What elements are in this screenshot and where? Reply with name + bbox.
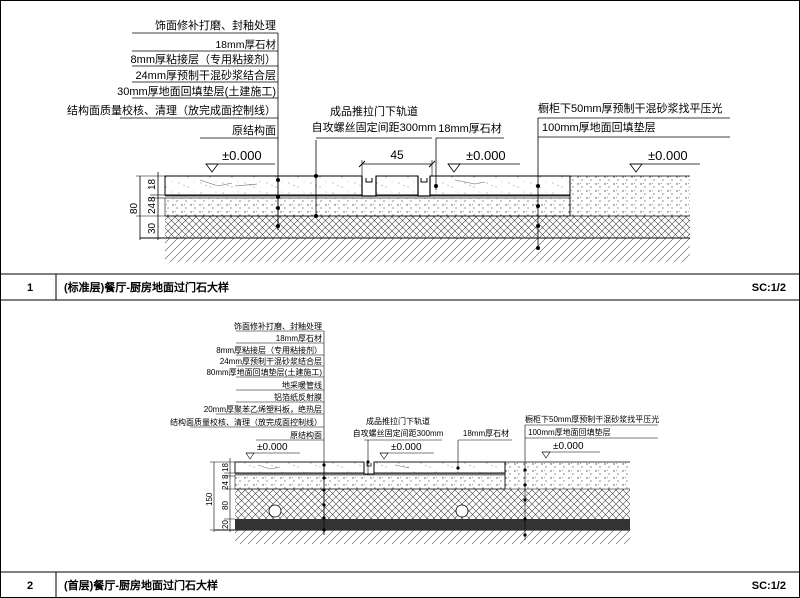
svg-text:20: 20: [221, 520, 230, 529]
svg-text:30: 30: [147, 222, 158, 234]
level-marker: ±0.000: [245, 442, 300, 460]
cabinet-label: 100mm厚地面回填垫层: [542, 120, 656, 134]
cabinet-label: 橱柜下50mm厚预制干混砂浆找平压光: [538, 101, 723, 115]
panel-title: (标准层)餐厅-厨房地面过门石大样: [64, 280, 229, 294]
layer-label: 18mm厚石材: [276, 333, 322, 343]
cabinet-label: 100mm厚地面回填垫层: [528, 427, 611, 437]
layer-label: 24mm厚预制干混砂浆结合层: [220, 356, 322, 366]
layer-label: 结构面质量校核、清理（放完成面控制线）: [67, 103, 276, 117]
layer-label: 原结构面: [290, 430, 322, 440]
panel-2: 饰面修补打磨、封釉处理 18mm厚石材 8mm厚粘接层（专用粘接剂） 24mm厚…: [0, 321, 800, 598]
layer-label: 铝箔纸反射膜: [274, 392, 322, 402]
layer-label: 地采暖管线: [282, 380, 322, 390]
svg-text:8: 8: [221, 474, 230, 479]
svg-text:18: 18: [221, 463, 230, 472]
level-marker: ±0.000: [629, 148, 700, 173]
layer-label: 结构面质量校核、清理（放完成面控制线）: [170, 417, 322, 427]
level-marker: ±0.000: [379, 442, 434, 460]
panel-scale: SC:1/2: [752, 282, 786, 294]
svg-text:80: 80: [129, 202, 140, 214]
level-marker: ±0.000: [205, 148, 275, 173]
track-label: 成品推拉门下轨道: [330, 104, 418, 118]
svg-text:150: 150: [205, 492, 214, 506]
svg-text:±0.000: ±0.000: [391, 442, 422, 453]
level-marker: ±0.000: [447, 148, 520, 173]
floor-section-1: [140, 118, 690, 262]
layer-label: 20mm厚聚苯乙烯塑料板，绝热层: [204, 404, 322, 414]
layer-label: 饰面修补打磨、封釉处理: [155, 18, 276, 32]
track-label: 自攻螺丝固定间距300mm: [312, 120, 437, 134]
svg-text:±0.000: ±0.000: [553, 441, 584, 452]
track-label: 成品推拉门下轨道: [366, 416, 430, 426]
svg-text:±0.000: ±0.000: [222, 148, 262, 163]
layer-label: 80mm厚地面回填垫层(土建施工): [206, 367, 322, 377]
track-label: 自攻螺丝固定间距300mm: [353, 428, 444, 438]
svg-text:±0.000: ±0.000: [257, 442, 288, 453]
cabinet-label: 橱柜下50mm厚预制干混砂浆找平压光: [525, 414, 659, 424]
layer-label-stack: 饰面修补打磨、封釉处理 18mm厚石材 8mm厚粘接层（专用粘接剂） 24mm厚…: [170, 321, 325, 535]
svg-text:18: 18: [147, 178, 158, 190]
panel-scale: SC:1/2: [752, 580, 786, 592]
layer-label: 24mm厚预制干混砂浆结合层: [135, 68, 276, 82]
svg-text:8: 8: [147, 196, 158, 202]
svg-text:±0.000: ±0.000: [648, 148, 688, 163]
dimension-vertical: 18 8 24 30 80: [129, 172, 165, 240]
svg-text:45: 45: [390, 148, 404, 162]
panel-1: 饰面修补打磨、封釉处理 18mm厚石材 8mm厚粘接层（专用粘接剂） 24mm厚…: [0, 18, 800, 301]
layer-label: 饰面修补打磨、封釉处理: [234, 321, 322, 331]
layer-label: 原结构面: [232, 123, 276, 137]
dimension-width: 45: [358, 148, 436, 176]
level-marker: ±0.000: [541, 441, 600, 459]
layer-label: 8mm厚粘接层（专用粘接剂）: [131, 52, 276, 66]
svg-text:24: 24: [221, 481, 230, 490]
svg-text:24: 24: [147, 202, 158, 214]
layer-label-stack: 饰面修补打磨、封釉处理 18mm厚石材 8mm厚粘接层（专用粘接剂） 24mm厚…: [67, 18, 279, 230]
panel-number: 2: [27, 580, 33, 592]
stone-label: 18mm厚石材: [463, 428, 509, 438]
svg-text:±0.000: ±0.000: [466, 148, 506, 163]
panel-title: (首层)餐厅-厨房地面过门石大样: [64, 578, 218, 592]
panel-number: 1: [27, 282, 33, 294]
dimension-vertical: 18 8 24 80 20 150: [205, 458, 235, 532]
layer-label: 18mm厚石材: [215, 38, 276, 51]
stone-label: 18mm厚石材: [438, 121, 502, 135]
floor-section-2: [215, 425, 630, 544]
svg-text:80: 80: [221, 501, 230, 510]
layer-label: 8mm厚粘接层（专用粘接剂）: [216, 345, 322, 355]
layer-label: 30mm厚地面回填垫层(土建施工): [117, 84, 276, 98]
